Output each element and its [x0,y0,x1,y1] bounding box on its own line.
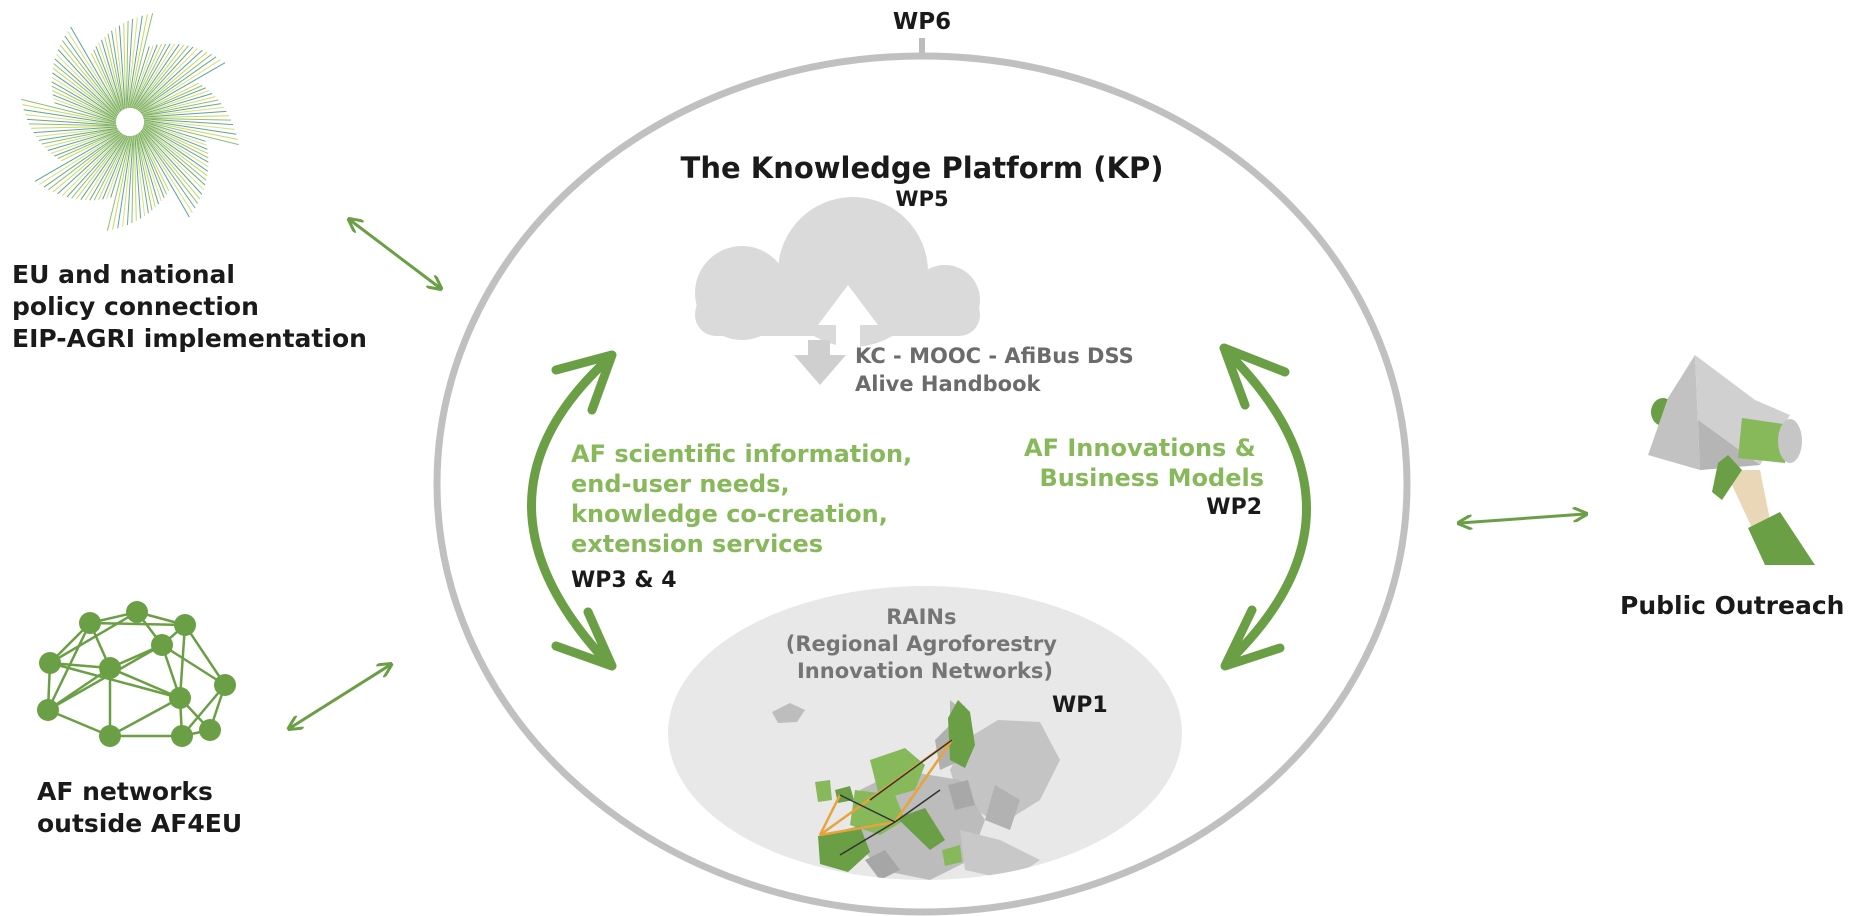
wp2-label: WP2 [1206,495,1262,520]
wp34-label: WP3 & 4 [571,568,677,593]
networks-text: AF networks outside AF4EU [37,777,242,838]
cloud-sync-icon [695,197,980,385]
europe-map-icon [772,700,1060,880]
right-info-text: AF Innovations & Business Models [1024,434,1264,492]
public-outreach-label: Public Outreach [1620,591,1844,620]
left-curved-arrow [527,350,617,671]
wp6-label: WP6 [893,9,951,35]
alive-handbook-line: Alive Handbook [855,372,1042,396]
networks-arrow [290,665,390,728]
platform-title: The Knowledge Platform (KP) [681,151,1164,185]
left-info-text: AF scientific information, end-user need… [571,440,921,558]
policy-text: EU and national policy connection EIP-AG… [12,260,367,353]
network-graph-icon [37,601,236,747]
right-curved-arrow [1219,343,1311,671]
megaphone-icon [1648,355,1815,565]
wp1-label: WP1 [1052,693,1108,718]
wp5-label: WP5 [895,187,948,211]
starburst-icon [21,13,239,231]
rains-title: RAINs (Regional Agroforestry Innovation … [786,605,1064,683]
knowledge-platform-ring [433,52,1411,916]
outreach-arrow [1460,514,1585,523]
rains-area [668,586,1182,880]
policy-arrow [350,220,440,288]
kc-mooc-line: KC - MOOC - AfiBus DSS [855,344,1134,368]
